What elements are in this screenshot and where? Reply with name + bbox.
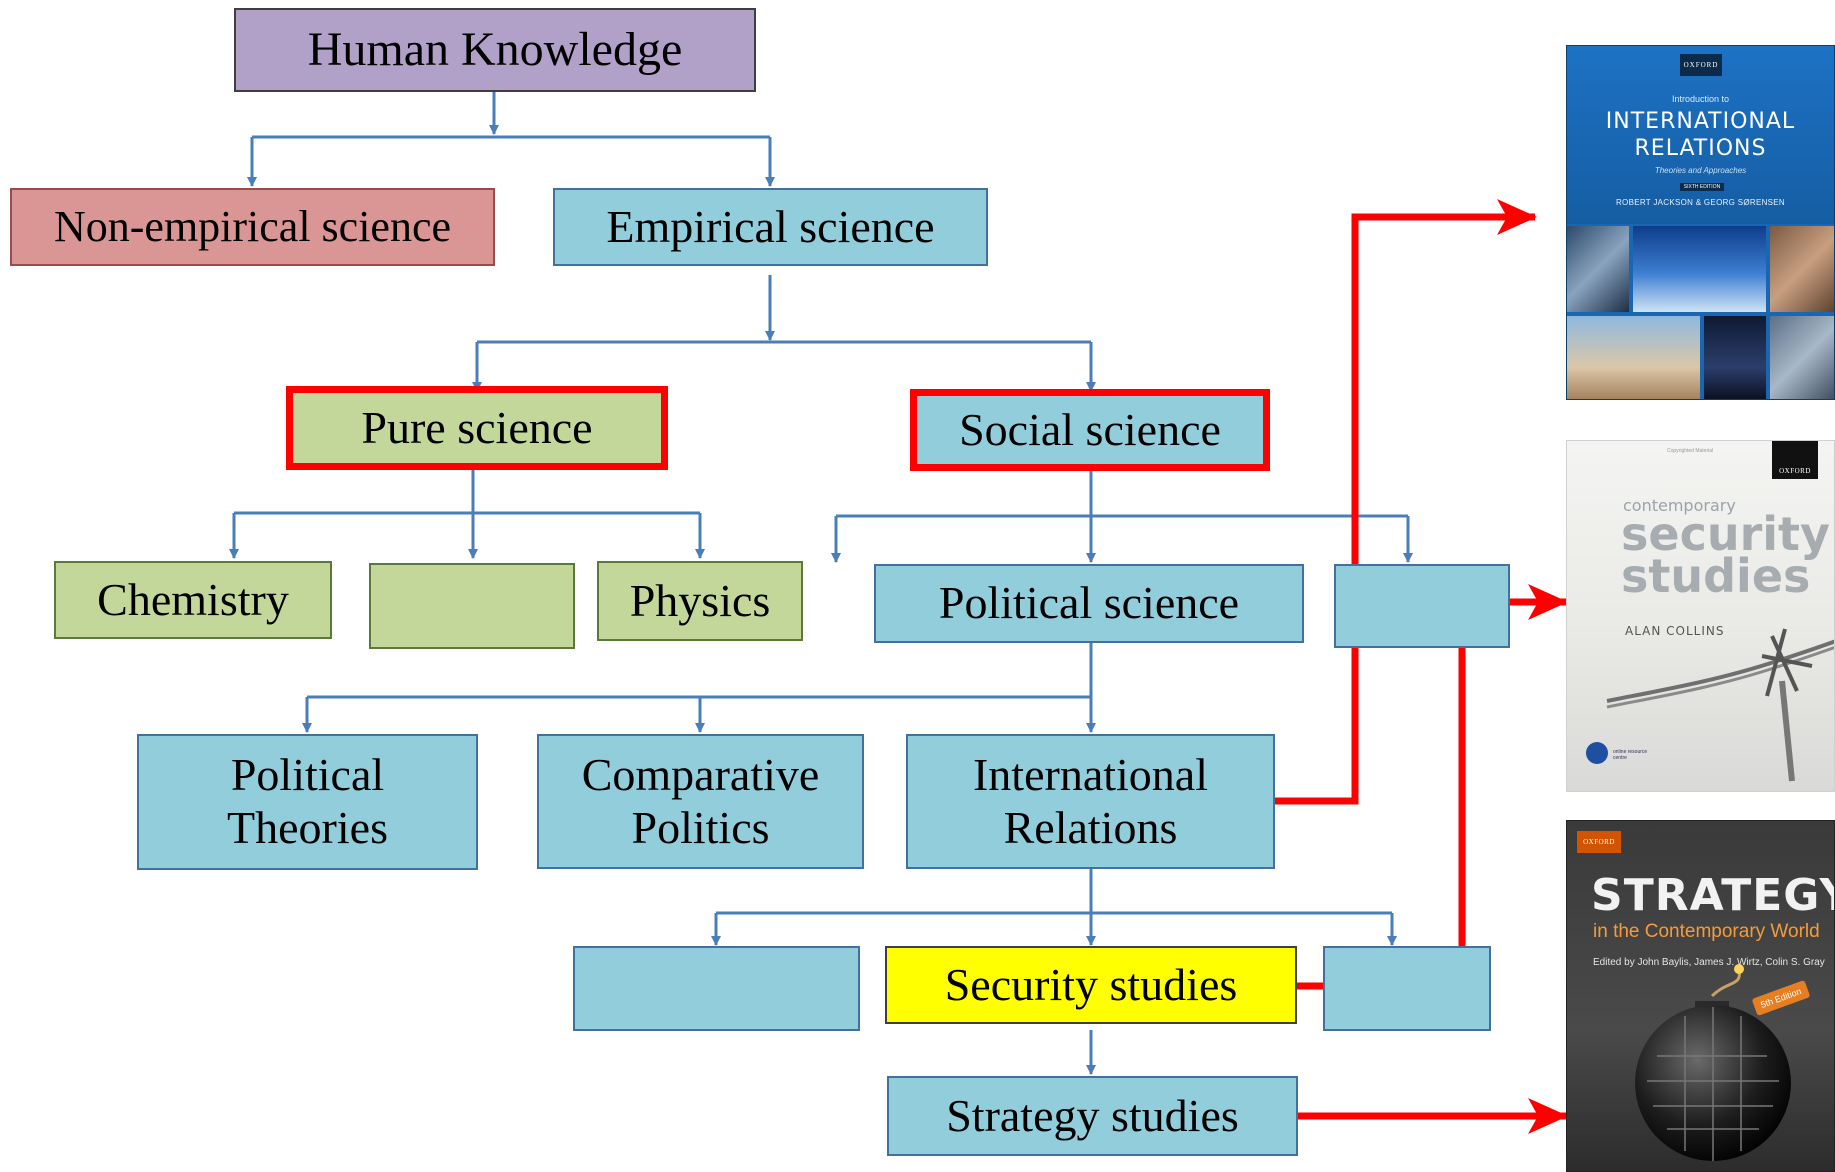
book3-title: STRATEGY bbox=[1591, 870, 1835, 921]
book1-title-line1: INTERNATIONAL bbox=[1605, 109, 1796, 134]
node-social-science-label: Social science bbox=[959, 403, 1221, 455]
node-pure-science-label: Pure science bbox=[361, 401, 593, 453]
book-cover-contemporary-security-studies: Copyrighted Material OXFORD contemporary… bbox=[1566, 440, 1835, 792]
book2-prefix: contemporary bbox=[1623, 496, 1736, 515]
node-empirical-science: Empirical science bbox=[553, 188, 988, 266]
book1-title-line2: RELATIONS bbox=[1634, 136, 1767, 161]
book1-authors: ROBERT JACKSON & GEORG SØRENSEN bbox=[1615, 198, 1786, 207]
book3-subtitle: in the Contemporary World bbox=[1593, 921, 1820, 942]
node-ir-blank-left bbox=[573, 946, 860, 1031]
book1-photo-2 bbox=[1633, 226, 1766, 312]
node-security-studies: Security studies bbox=[885, 946, 1297, 1024]
node-physics: Physics bbox=[597, 561, 803, 641]
blue-connectors bbox=[229, 92, 1413, 1075]
node-political-science-label: Political science bbox=[938, 577, 1240, 629]
node-social-science-blank bbox=[1334, 564, 1510, 648]
book3-publisher-logo: OXFORD bbox=[1577, 831, 1621, 853]
node-comparative-politics-label: Comparative Politics bbox=[581, 748, 820, 853]
node-security-studies-label: Security studies bbox=[944, 958, 1238, 1010]
book1-photo-1 bbox=[1567, 226, 1629, 312]
book2-author: ALAN COLLINS bbox=[1625, 624, 1725, 638]
node-empirical-science-label: Empirical science bbox=[606, 200, 935, 252]
book1-photo-4 bbox=[1567, 316, 1700, 399]
node-chemistry: Chemistry bbox=[54, 561, 332, 639]
book2-copyright: Copyrighted Material bbox=[1667, 448, 1714, 454]
book1-publisher-logo: OXFORD bbox=[1680, 54, 1722, 76]
node-strategy-studies: Strategy studies bbox=[887, 1076, 1298, 1156]
book2-badge: online resource centre bbox=[1613, 749, 1648, 761]
book1-title: INTERNATIONAL RELATIONS bbox=[1567, 108, 1834, 162]
node-political-theories-label: Political Theories bbox=[227, 749, 388, 853]
node-human-knowledge: Human Knowledge bbox=[234, 8, 756, 92]
node-ir-blank-right bbox=[1323, 946, 1491, 1031]
book1-photo-5 bbox=[1704, 316, 1766, 399]
bomb-image bbox=[1635, 964, 1791, 1161]
node-pure-science: Pure science bbox=[286, 386, 668, 470]
book1-edition: SIXTH EDITION bbox=[1680, 183, 1724, 191]
book2-title: security studies bbox=[1621, 507, 1831, 603]
barbed-wire-image bbox=[1586, 628, 1834, 782]
node-political-theories: Political Theories bbox=[137, 734, 478, 870]
node-physics-label: Physics bbox=[629, 574, 771, 626]
node-human-knowledge-label: Human Knowledge bbox=[307, 23, 683, 77]
node-non-empirical-science: Non-empirical science bbox=[10, 188, 495, 266]
node-non-empirical-science-label: Non-empirical science bbox=[53, 201, 452, 251]
book-cover-strategy-contemporary-world: OXFORD STRATEGY in the Contemporary Worl… bbox=[1566, 820, 1835, 1172]
book2-publisher-logo: OXFORD bbox=[1772, 441, 1818, 479]
book3-editors: Edited by John Baylis, James J. Wirtz, C… bbox=[1593, 957, 1825, 968]
node-international-relations-label: International Relations bbox=[972, 748, 1208, 853]
node-pure-science-blank bbox=[369, 563, 575, 649]
book1-subtitle: Theories and Approaches bbox=[1654, 166, 1747, 175]
book2-title-line1: security bbox=[1621, 507, 1831, 561]
book1-series: Introduction to bbox=[1671, 94, 1730, 104]
book2-title-line2: studies bbox=[1621, 549, 1811, 603]
node-political-science: Political science bbox=[874, 564, 1304, 643]
book1-photo-3 bbox=[1770, 226, 1834, 312]
node-chemistry-label: Chemistry bbox=[97, 573, 289, 625]
book1-photo-6 bbox=[1770, 316, 1834, 399]
node-social-science: Social science bbox=[910, 389, 1270, 471]
node-strategy-studies-label: Strategy studies bbox=[946, 1089, 1239, 1141]
node-comparative-politics: Comparative Politics bbox=[537, 734, 864, 869]
book-cover-international-relations: OXFORD Introduction to INTERNATIONAL REL… bbox=[1566, 45, 1835, 400]
node-international-relations: International Relations bbox=[906, 734, 1275, 869]
